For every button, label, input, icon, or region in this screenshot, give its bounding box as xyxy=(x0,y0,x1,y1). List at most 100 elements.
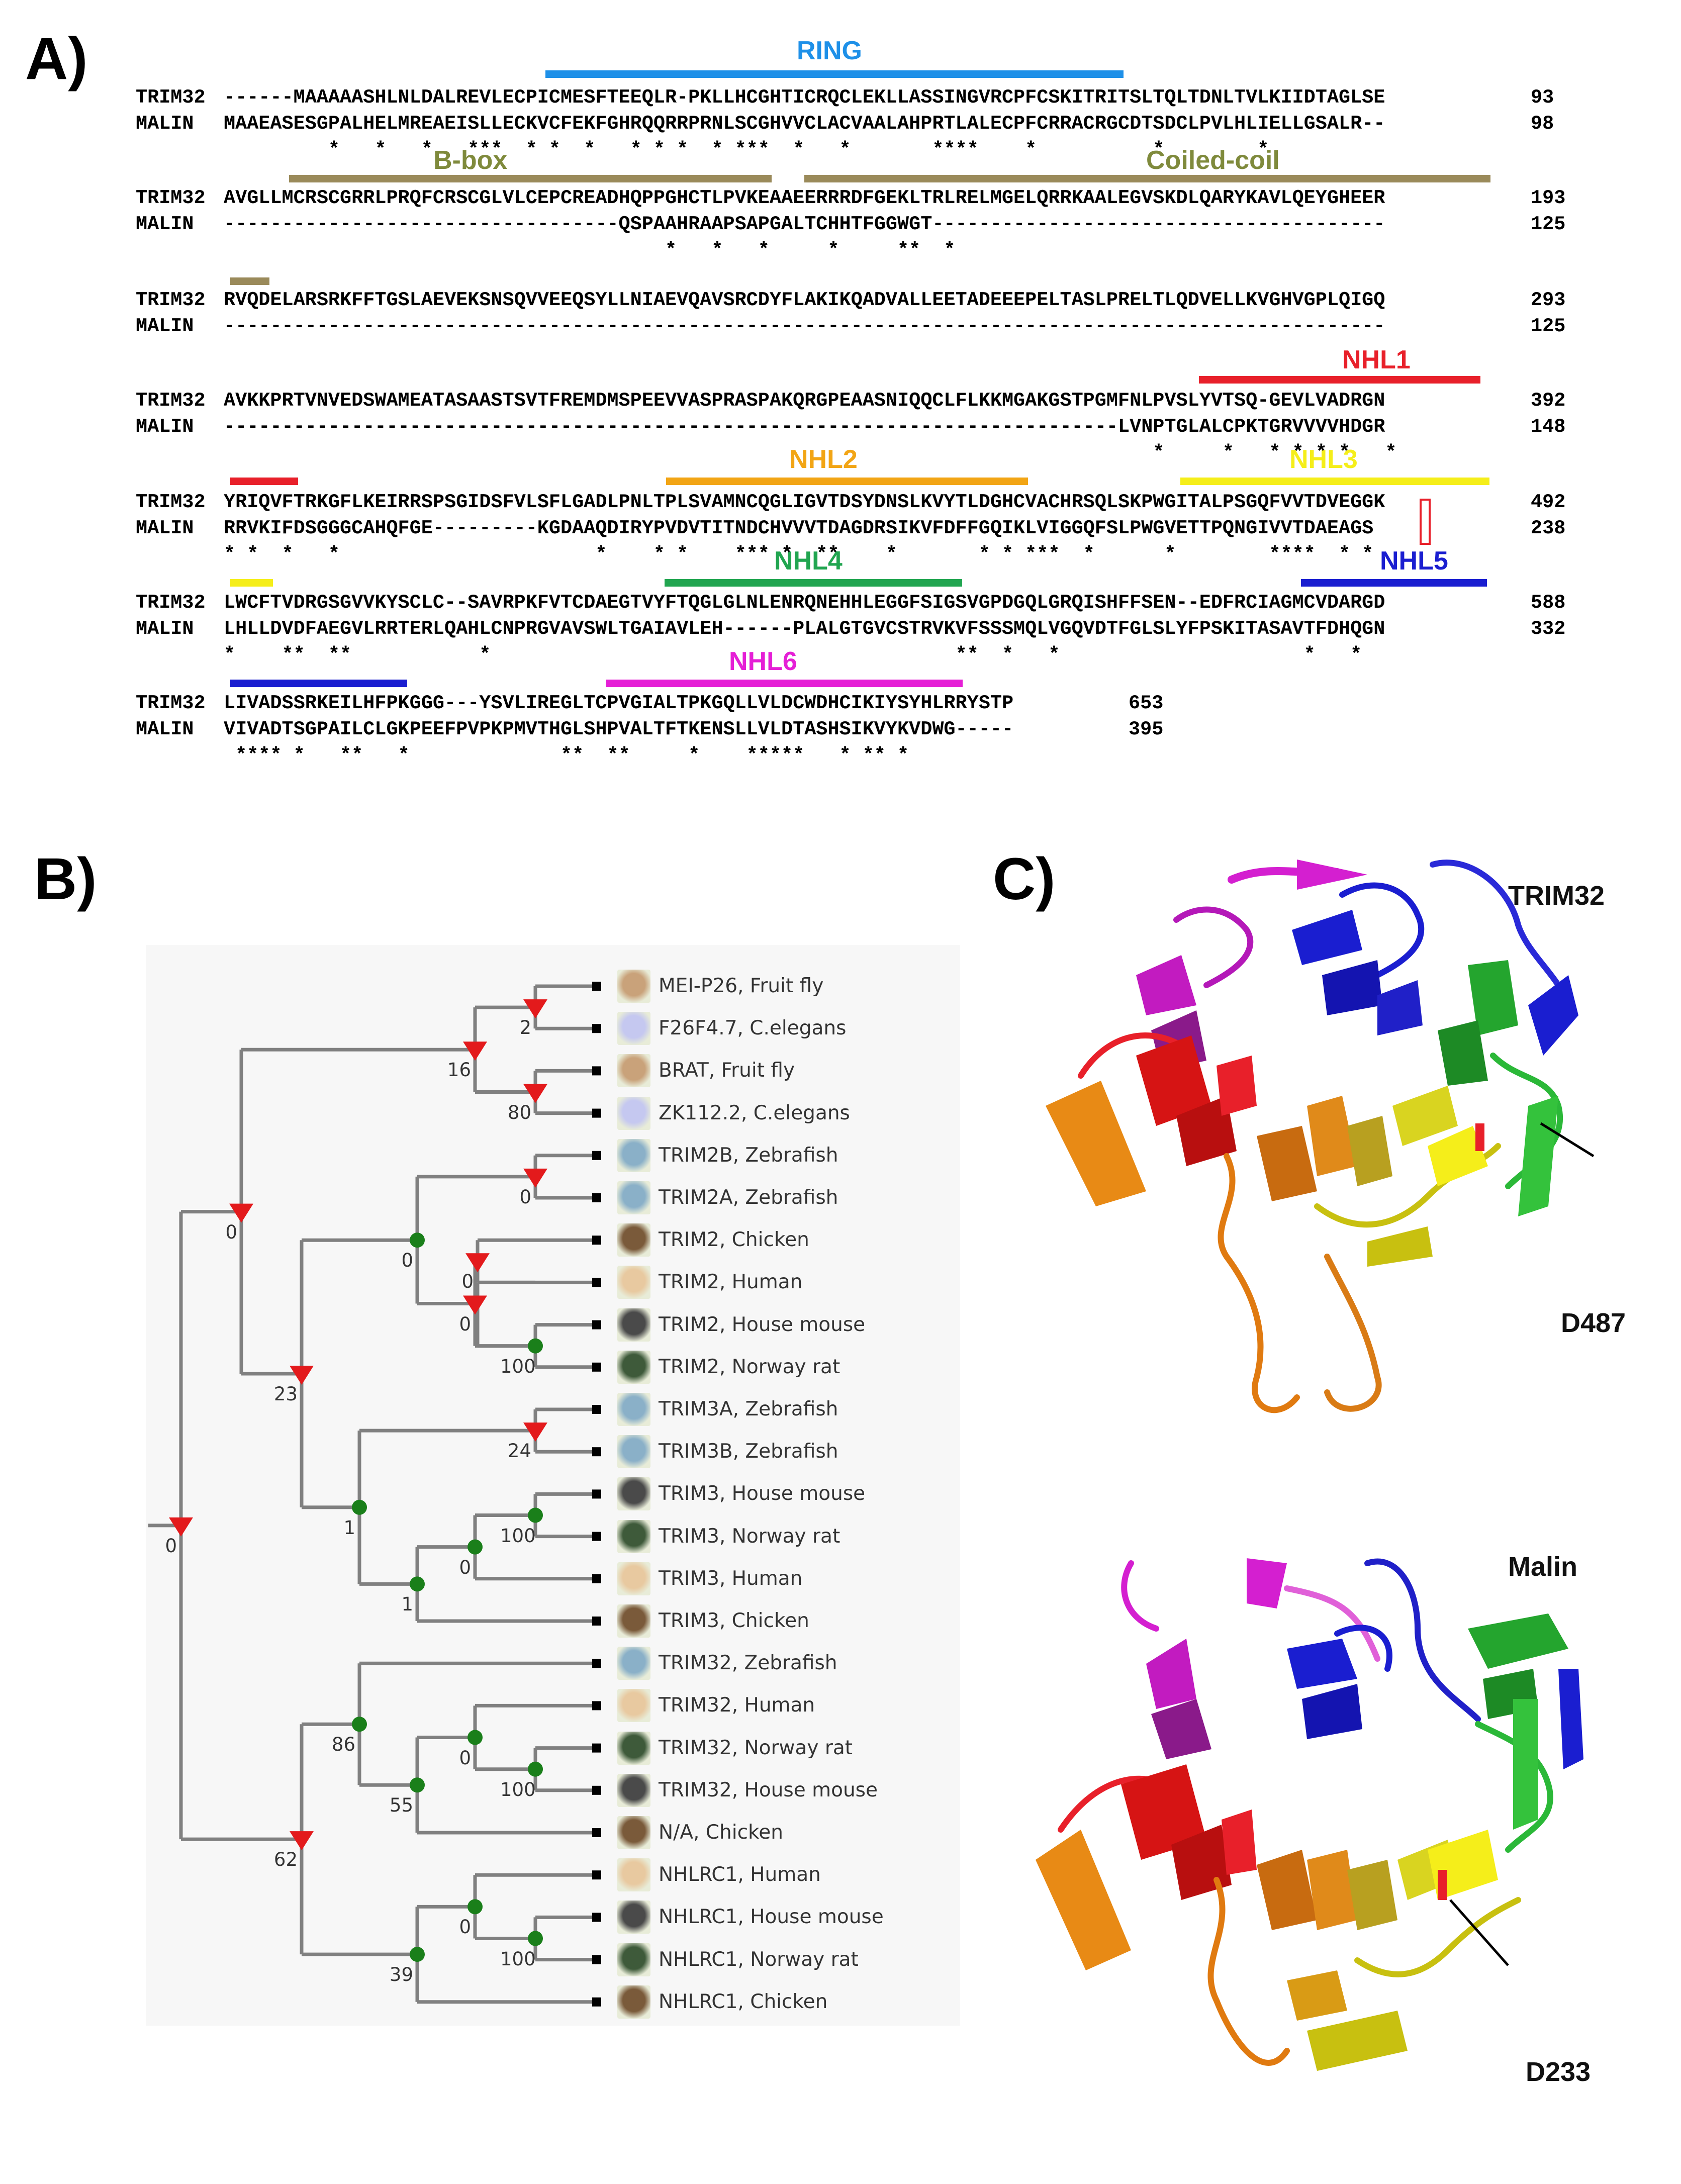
duplication-node-marker xyxy=(290,1365,314,1385)
zebrafish-icon xyxy=(617,1181,650,1214)
bootstrap-value: 0 xyxy=(459,1916,471,1938)
domain-label-nhl2: NHL2 xyxy=(789,445,858,474)
domain-bar-nhl3 xyxy=(1180,478,1489,485)
speciation-node-marker xyxy=(528,1931,543,1946)
leaf-tip-marker xyxy=(592,1997,601,2007)
highlighted-residue-box xyxy=(1420,499,1431,545)
leaf-label: NHLRC1, House mouse xyxy=(659,1906,884,1929)
c-elegans-icon xyxy=(617,1096,650,1130)
duplication-node-marker xyxy=(523,999,547,1019)
leaf-label: TRIM3, Norway rat xyxy=(659,1525,840,1548)
leaf-label: TRIM32, House mouse xyxy=(659,1778,878,1801)
speciation-node-marker xyxy=(410,1232,425,1248)
leaf-label: TRIM3B, Zebrafish xyxy=(659,1440,838,1463)
leaf-tip-marker xyxy=(592,1405,601,1414)
alignment-position: 392 xyxy=(1531,390,1566,412)
bootstrap-value: 0 xyxy=(459,1556,471,1578)
duplication-node-marker xyxy=(169,1517,193,1537)
leaf-label: TRIM32, Zebrafish xyxy=(659,1652,837,1675)
leaf-tip-marker xyxy=(592,1828,601,1837)
alignment-position: 125 xyxy=(1531,315,1566,337)
bootstrap-value: 62 xyxy=(273,1849,298,1871)
alignment-sequence: LIVADSSRKEILHFPKGGG---YSVLIREGLTCPVGIALT… xyxy=(224,692,1014,714)
alignment-seq-name: TRIM32 xyxy=(136,86,206,109)
alignment-sequence: AVKKPRTVNVEDSWAMEATASAASTSVTFREMDMSPEEVV… xyxy=(224,390,1385,412)
leaf-tip-marker xyxy=(592,1785,601,1795)
domain-label-nhl5: NHL5 xyxy=(1380,546,1448,576)
duplication-node-marker xyxy=(463,1041,487,1061)
duplication-node-marker xyxy=(465,1253,490,1273)
leaf-tip-marker xyxy=(592,1066,601,1076)
structure-title-trim32: TRIM32 xyxy=(1508,881,1605,911)
panel-a-label: A) xyxy=(25,26,88,92)
alignment-sequence: MAAEASESGPALHELMREAEISLLECKVCFEKFGHRQQRR… xyxy=(224,113,1385,135)
speciation-node-marker xyxy=(410,1947,425,1962)
bootstrap-value: 100 xyxy=(500,1948,536,1970)
alignment-sequence: RVQDELARSRKFFTGSLAEVEKSNSQVVEEQSYLLNIAEV… xyxy=(224,289,1385,311)
domain-bar-nhl3-end xyxy=(230,579,273,587)
alignment-sequence: ----------------------------------QSPAAH… xyxy=(224,213,1385,235)
alignment-seq-name: MALIN xyxy=(136,315,194,337)
chicken-icon xyxy=(617,1223,650,1257)
leaf-label: TRIM3A, Zebrafish xyxy=(659,1398,838,1420)
leaf-label: TRIM2, House mouse xyxy=(659,1313,866,1336)
human-icon xyxy=(617,1689,650,1723)
bootstrap-value: 39 xyxy=(389,1964,413,1986)
domain-label-nhl1: NHL1 xyxy=(1342,345,1411,374)
alignment-conservation: * ** ** * ** * * * * xyxy=(224,644,1397,666)
bootstrap-value: 100 xyxy=(500,1525,536,1547)
leaf-label: F26F4.7, C.elegans xyxy=(659,1017,847,1040)
zebrafish-icon xyxy=(617,1435,650,1469)
protein-structure-malin xyxy=(1036,1558,1583,2071)
bootstrap-value: 23 xyxy=(273,1383,298,1405)
residue-label-d487: D487 xyxy=(1561,1308,1626,1338)
leaf-tip-marker xyxy=(592,1617,601,1626)
speciation-node-marker xyxy=(468,1730,483,1745)
domain-label-ring: RING xyxy=(797,36,862,65)
alignment-position: 492 xyxy=(1531,491,1566,513)
domain-label-coiled-coil: Coiled-coil xyxy=(1146,146,1280,175)
speciation-node-marker xyxy=(528,1338,543,1354)
norway-rat-icon xyxy=(617,1731,650,1765)
bootstrap-value: 100 xyxy=(500,1778,536,1800)
domain-bar-ring xyxy=(545,70,1124,78)
speciation-node-marker xyxy=(352,1717,367,1732)
domain-bar-coiled-coil-end xyxy=(230,277,269,285)
leaf-tip-marker xyxy=(592,1870,601,1880)
bootstrap-value: 0 xyxy=(459,1313,471,1335)
leaf-tip-marker xyxy=(592,1193,601,1202)
domain-label-nhl4: NHL4 xyxy=(774,546,843,576)
leaf-tip-marker xyxy=(592,1701,601,1711)
chicken-icon xyxy=(617,1604,650,1638)
leaf-tip-marker xyxy=(592,1151,601,1160)
leaf-label: TRIM3, Human xyxy=(659,1567,803,1590)
bootstrap-value: 0 xyxy=(165,1535,177,1557)
bootstrap-value: 0 xyxy=(401,1250,413,1272)
alignment-sequence: ----------------------------------------… xyxy=(224,416,1385,438)
alignment-sequence: AVGLLMCRSCGRRLPRQFCRSCGLVLCEPCREADHQPPGH… xyxy=(224,187,1385,209)
fruit-fly-icon xyxy=(617,1054,650,1088)
leaf-label: TRIM3, House mouse xyxy=(659,1482,866,1505)
bootstrap-value: 55 xyxy=(389,1794,413,1817)
human-icon xyxy=(617,1858,650,1892)
leaf-label: MEI-P26, Fruit fly xyxy=(659,975,824,997)
leaf-label: NHLRC1, Norway rat xyxy=(659,1948,859,1971)
house-mouse-icon xyxy=(617,1773,650,1807)
alignment-position: 98 xyxy=(1531,113,1554,135)
speciation-node-marker xyxy=(352,1499,367,1515)
leaf-label: TRIM2, Norway rat xyxy=(659,1355,840,1378)
alignment-sequence: ----------------------------------------… xyxy=(224,315,1385,337)
phylogenetic-tree-background xyxy=(146,945,960,2026)
speciation-node-marker xyxy=(528,1761,543,1777)
domain-bar-nhl6 xyxy=(606,680,963,687)
leaf-tip-marker xyxy=(592,1108,601,1118)
bootstrap-value: 80 xyxy=(507,1101,531,1123)
structure-title-malin: Malin xyxy=(1508,1552,1578,1582)
domain-bar-coiled-coil xyxy=(804,175,1490,182)
house-mouse-icon xyxy=(617,1308,650,1342)
leaf-tip-marker xyxy=(592,1955,601,1964)
speciation-node-marker xyxy=(528,1507,543,1523)
bootstrap-value: 0 xyxy=(225,1221,237,1243)
bootstrap-value: 1 xyxy=(343,1516,355,1539)
